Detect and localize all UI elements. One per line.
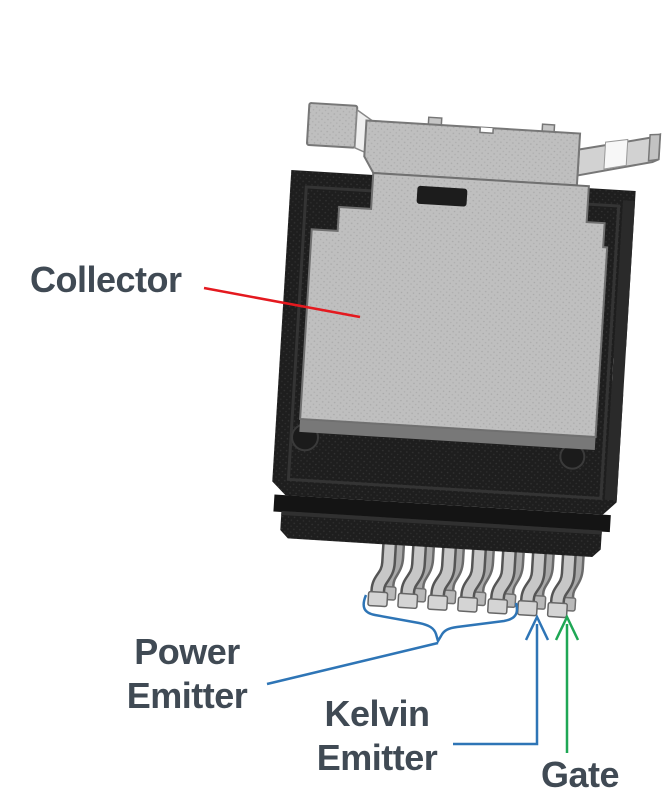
gate-label: Gate — [540, 754, 620, 795]
collector-pad — [299, 171, 609, 451]
collector-label: Collector — [30, 259, 182, 300]
power-emitter-leader-line — [266, 641, 439, 686]
kelvin-emitter-arrow-shaft — [453, 624, 539, 746]
mounting-tab — [363, 116, 582, 187]
power-emitter-label: Power Emitter — [92, 630, 282, 718]
kelvin-emitter-label: Kelvin Emitter — [282, 692, 472, 780]
power-emitter-brace — [362, 594, 519, 645]
tab-slot — [416, 185, 468, 207]
kelvin-emitter-arrowhead — [524, 614, 550, 641]
kelvin-emitter-label-line2: Emitter — [316, 737, 438, 778]
kelvin-emitter-label-line1: Kelvin — [324, 693, 430, 734]
transistor-package — [272, 102, 662, 621]
body-bottom-rail — [273, 494, 611, 558]
power-emitter-label-line1: Power — [134, 631, 240, 672]
gate-arrowhead — [554, 614, 580, 641]
collector-leader-line — [203, 286, 361, 319]
power-emitter-label-line2: Emitter — [126, 675, 248, 716]
tab-left-bend — [305, 102, 374, 156]
tab-right-arm — [576, 132, 662, 177]
